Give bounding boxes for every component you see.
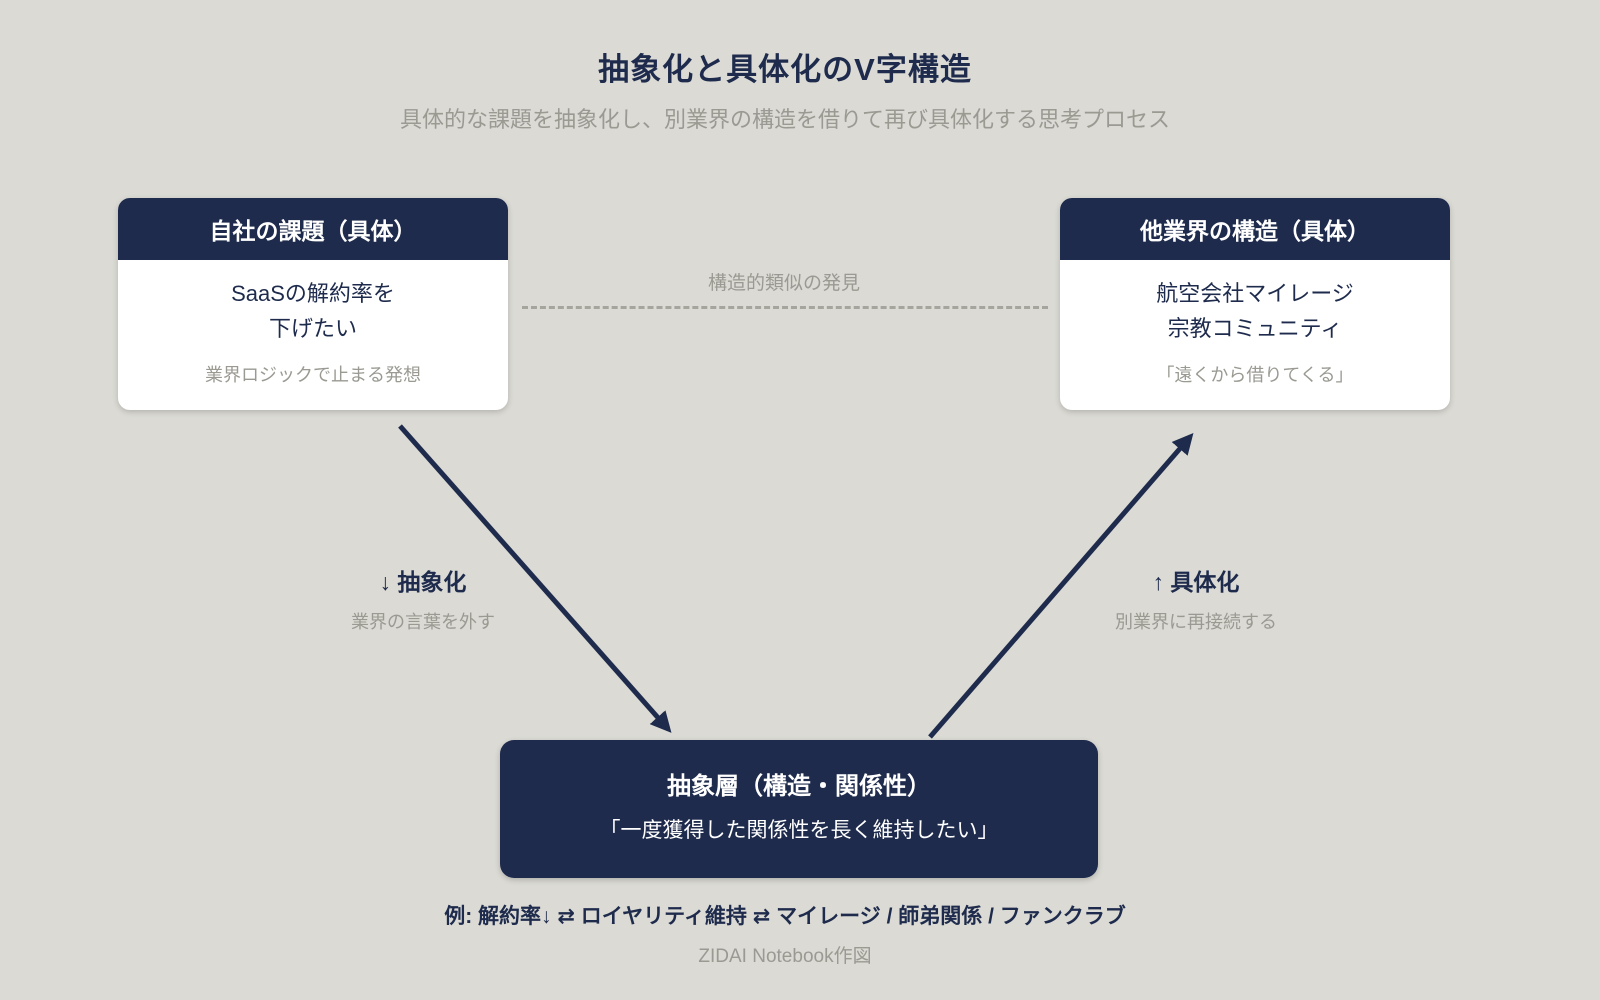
own-problem-line2: 下げたい: [268, 316, 357, 341]
concretization-label-title: ↑ 具体化: [1152, 569, 1240, 595]
own-problem-box-header: 自社の課題（具体）: [118, 198, 508, 260]
own-problem-box-body: SaaSの解約率を 下げたい 業界ロジックで止まる発想: [118, 260, 508, 387]
other-industry-box: 他業界の構造（具体） 航空会社マイレージ 宗教コミュニティ 「遠くから借りてくる…: [1060, 198, 1450, 410]
abstraction-label-title: ↓ 抽象化: [379, 569, 467, 595]
similarity-dashed-line: [522, 306, 1048, 309]
abstract-layer-title: 抽象層（構造・関係性）: [667, 773, 931, 800]
example-line: 例: 解約率↓ ⇄ ロイヤリティ維持 ⇄ マイレージ / 師弟関係 / ファンク…: [444, 905, 1126, 928]
credit-line: ZIDAI Notebook作図: [698, 946, 872, 967]
other-industry-note: 「遠くから借りてくる」: [1156, 365, 1354, 385]
concretization-label-note: 別業界に再接続する: [1115, 612, 1277, 632]
similarity-label: 構造的類似の発見: [707, 273, 860, 294]
other-industry-box-body: 航空会社マイレージ 宗教コミュニティ 「遠くから借りてくる」: [1060, 260, 1450, 387]
other-industry-line1: 航空会社マイレージ: [1156, 281, 1354, 306]
abstraction-label: ↓ 抽象化 業界の言葉を外す: [313, 563, 533, 634]
abstraction-label-note: 業界の言葉を外す: [351, 612, 495, 632]
abstract-layer-box: 抽象層（構造・関係性） 「一度獲得した関係性を長く維持したい」: [500, 740, 1098, 878]
abstract-layer-subtitle: 「一度獲得した関係性を長く維持したい」: [599, 819, 999, 842]
concretization-label: ↑ 具体化 別業界に再接続する: [1086, 563, 1306, 634]
own-problem-box: 自社の課題（具体） SaaSの解約率を 下げたい 業界ロジックで止まる発想: [118, 198, 508, 410]
own-problem-line1: SaaSの解約率を: [231, 281, 395, 306]
page-title: 抽象化と具体化のV字構造: [598, 52, 972, 87]
own-problem-note: 業界ロジックで止まる発想: [205, 365, 421, 385]
page-subtitle: 具体的な課題を抽象化し、別業界の構造を借りて再び具体化する思考プロセス: [399, 107, 1170, 132]
other-industry-line2: 宗教コミュニティ: [1167, 316, 1343, 341]
other-industry-box-header: 他業界の構造（具体）: [1060, 198, 1450, 260]
